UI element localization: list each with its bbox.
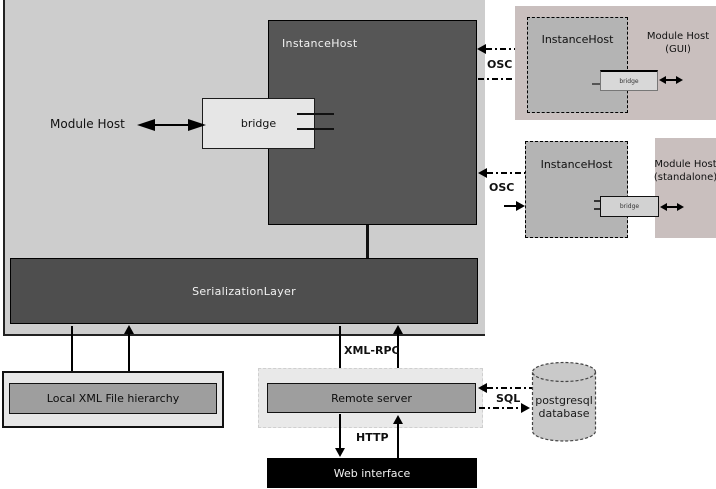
arrow-shaft <box>128 333 130 383</box>
gui-host-title: Module Host (GUI) <box>637 30 716 56</box>
arrow-shaft <box>479 407 521 409</box>
remote-server-box: Remote server <box>267 383 476 413</box>
arrow-shaft <box>339 414 341 448</box>
arrowhead-down <box>335 448 345 457</box>
osc-gui-label: OSC <box>487 58 513 71</box>
sql-arrow-out <box>479 403 530 413</box>
arrow-shaft <box>486 48 527 50</box>
instancehost-standalone-label: InstanceHost <box>540 158 613 171</box>
arrow-shaft <box>71 326 73 374</box>
sql-label: SQL <box>496 392 521 405</box>
standalone-host-title: Module Host (standalone) <box>625 158 716 184</box>
arrow-shaft <box>487 387 533 389</box>
standalone-host-title-line1: Module Host <box>654 159 716 170</box>
arrowhead-up <box>393 325 403 334</box>
xmlrpc-arrow-up <box>393 325 403 383</box>
serialization-layer-box: SerializationLayer <box>10 258 478 324</box>
instancehost-gui-box: InstanceHost <box>527 17 628 113</box>
bridge-gui-box: bridge <box>600 70 658 91</box>
instancehost-serialization-connector <box>366 225 369 258</box>
arrowhead-up <box>124 325 134 334</box>
postgresql-database-cylinder <box>531 361 597 442</box>
bridge-label: bridge <box>240 117 277 130</box>
osc-gui-arrow-in <box>477 44 527 54</box>
gui-host-title-line1: Module Host <box>646 31 710 42</box>
postgresql-database-label: postgresql database <box>531 394 597 420</box>
arrow-shaft <box>397 333 399 383</box>
web-interface-label: Web interface <box>333 466 411 480</box>
bridge-pin-top <box>297 113 334 115</box>
localxml-serialization-arrow-up <box>124 325 134 383</box>
arrowhead-left <box>478 168 487 178</box>
arrow-shaft <box>339 326 341 373</box>
osc-standalone-arrow-in <box>478 168 525 178</box>
arrowhead-left <box>477 44 486 54</box>
local-xml-box: Local XML File hierarchy <box>9 383 217 414</box>
bridge-standalone-label: bridge <box>619 203 640 210</box>
arrowhead-left <box>659 76 666 84</box>
arrowhead-up <box>393 415 403 424</box>
arrow-shaft <box>478 78 516 80</box>
arrowhead-right <box>676 76 683 84</box>
arrow-shaft <box>504 205 516 207</box>
standalone-host-panel <box>655 138 716 238</box>
standalone-bridge-arrow <box>660 203 684 211</box>
arrow-shaft <box>665 79 677 81</box>
instancehost-gui-label: InstanceHost <box>541 33 614 46</box>
gui-bridge-arrow <box>659 76 683 84</box>
standalone-host-title-line2: (standalone) <box>653 172 716 183</box>
http-arrow-up <box>393 415 403 458</box>
arrowhead-left <box>478 383 487 393</box>
arrow-shaft <box>487 172 525 174</box>
bridge-gui-label: bridge <box>619 77 639 85</box>
web-interface-box: Web interface <box>267 458 477 488</box>
arrowhead-right <box>516 201 525 211</box>
xml-rpc-label: XML-RPC <box>344 344 400 357</box>
instancehost-standalone-box: InstanceHost <box>525 141 628 238</box>
bridge-pin-bottom <box>297 128 334 130</box>
arrow-shaft <box>666 206 678 208</box>
database-label-line2: database <box>538 407 590 420</box>
arrowhead-left <box>660 203 667 211</box>
instancehost-main-label: InstanceHost <box>282 37 358 50</box>
osc-standalone-arrow-out <box>504 201 525 211</box>
arrow-shaft <box>153 124 190 126</box>
module-host-label: Module Host <box>50 117 125 131</box>
arrow-shaft <box>397 423 399 458</box>
arrowhead-right <box>188 119 206 131</box>
sql-arrow-in <box>478 383 533 393</box>
bridge-box: bridge <box>202 98 315 149</box>
http-arrow-down <box>335 414 345 457</box>
arrowhead-left <box>137 119 155 131</box>
bridge-standalone-box: bridge <box>600 196 659 217</box>
local-xml-label: Local XML File hierarchy <box>46 392 180 405</box>
arrowhead-right <box>521 403 530 413</box>
remote-server-label: Remote server <box>331 391 412 405</box>
gui-host-title-line2: (GUI) <box>665 44 691 55</box>
arrowhead-right <box>677 203 684 211</box>
http-label: HTTP <box>356 431 389 444</box>
osc-standalone-label: OSC <box>489 181 515 194</box>
serialization-layer-label: SerializationLayer <box>192 284 296 298</box>
database-label-line1: postgresql <box>535 394 593 407</box>
module-host-bridge-arrow <box>137 119 206 131</box>
